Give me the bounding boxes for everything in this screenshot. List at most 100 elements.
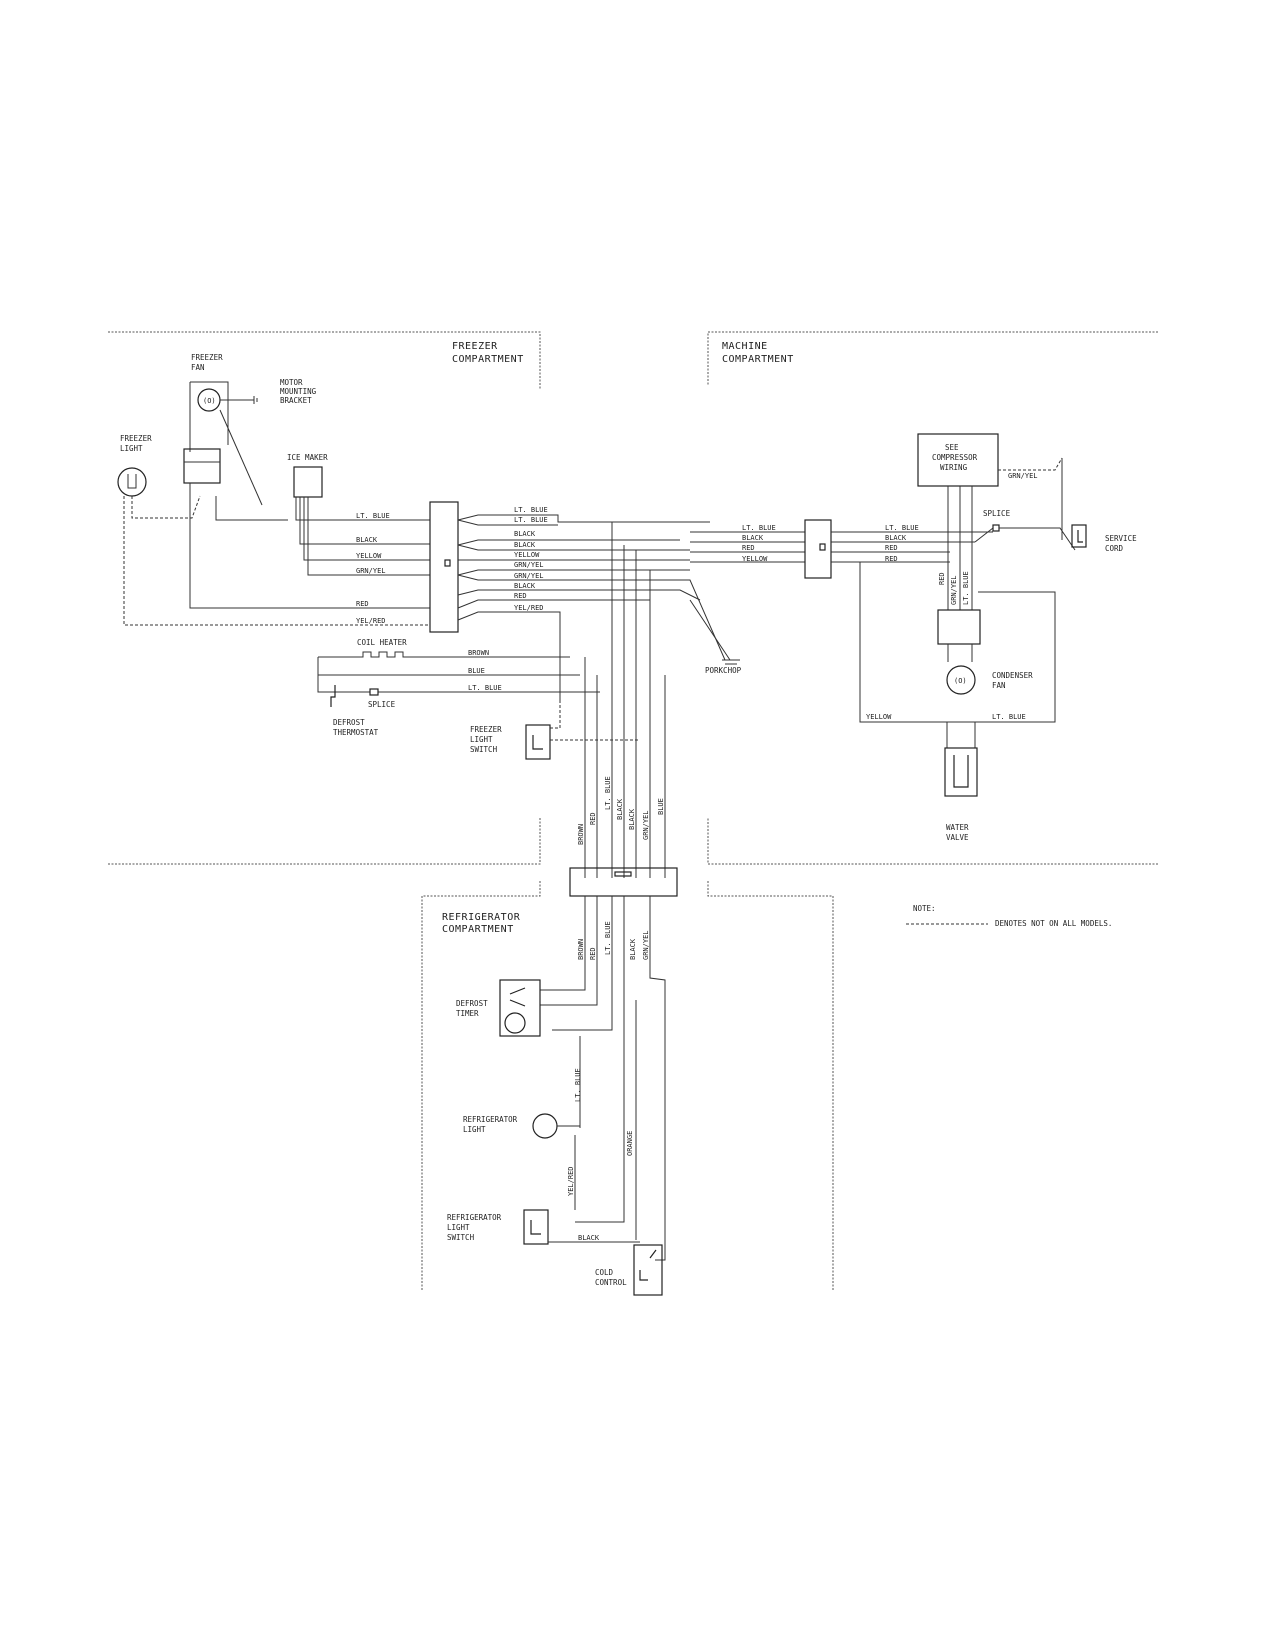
machine-compartment-title: MACHINE COMPARTMENT [722, 341, 794, 365]
freezer-vertical-wires [584, 522, 666, 878]
wire-label: GRN/YEL [356, 567, 386, 575]
freezer-harness-block [429, 501, 459, 633]
splice-icon [369, 688, 379, 696]
wire-label: GRN/YEL [950, 575, 958, 605]
wire-label: BLUE [468, 667, 485, 675]
wire-label: BLACK [514, 541, 536, 549]
wire-label: RED [938, 572, 946, 585]
wire-label: YELLOW [514, 551, 540, 559]
wire-label: GRN/YEL [514, 572, 544, 580]
refrigerator-light-bulb-icon [532, 1113, 558, 1139]
note-title: NOTE: [913, 904, 936, 913]
ground-icon [253, 396, 258, 404]
wire-label: BLACK [514, 530, 536, 538]
compressor-vertical-labels: RED GRN/YEL LT. BLUE [938, 571, 970, 605]
fridge-vertical-wires [540, 896, 666, 1261]
wire-label: BROWN [577, 824, 585, 845]
wire-label: BLACK [629, 938, 637, 960]
wire-label: LT. BLUE [962, 571, 970, 605]
splice-icon [992, 524, 1000, 532]
wire-label: LT. BLUE [992, 713, 1026, 721]
machine-right-wires: LT. BLUE BLACK RED RED [831, 524, 975, 563]
wire-label: BLACK [628, 808, 636, 830]
machine-title-line2: COMPARTMENT [722, 354, 794, 365]
wire-label: LT. BLUE [604, 921, 612, 955]
left-harness-labels: LT. BLUE BLACK YELLOW GRN/YEL RED YEL/RE… [356, 512, 390, 625]
wire-label: BLACK [742, 534, 764, 542]
machine-harness-block [804, 519, 832, 579]
wire-label: BLACK [885, 534, 907, 542]
orange-label: ORANGE [626, 1131, 634, 1156]
wire-label: GRN/YEL [514, 561, 544, 569]
ice-maker: ICE MAKER [287, 453, 328, 498]
condenser-fan-motor-icon [946, 665, 976, 695]
porkchop-ground-icon [689, 599, 740, 665]
note-text: DENOTES NOT ON ALL MODELS. [995, 919, 1112, 928]
wire-label: LT. BLUE [885, 524, 919, 532]
coil-heater: COIL HEATER [317, 638, 580, 693]
wire-label: YEL/RED [356, 617, 386, 625]
wire-label: BLACK [356, 536, 378, 544]
wire-label: GRN/YEL [642, 810, 650, 840]
wire-label: BLUE [657, 798, 665, 815]
freezer-vertical-labels: BROWN RED LT. BLUE BLACK BLACK GRN/YEL B… [577, 776, 665, 845]
svg-text:(O): (O) [203, 397, 216, 405]
splice-defrost-label: SPLICE [368, 700, 396, 709]
wire-label: BLACK [616, 798, 624, 820]
wire-label: LT. BLUE [468, 684, 502, 692]
machine-left-wires: LT. BLUE BLACK RED YELLOW [690, 524, 805, 563]
wire-label: LT. BLUE [604, 776, 612, 810]
svg-text:(O): (O) [954, 677, 967, 685]
wire-label: RED [589, 812, 597, 825]
wire-label: LT. BLUE [514, 506, 548, 514]
refrigerator-title-line2: COMPARTMENT [442, 924, 514, 935]
legend-note: NOTE: DENOTES NOT ON ALL MODELS. [906, 904, 1112, 928]
center-harness [457, 514, 726, 700]
wire-label: RED [514, 592, 527, 600]
wire-label: GRN/YEL [642, 930, 650, 960]
fridge-vertical-labels: BROWN RED LT. BLUE BLACK GRN/YEL [577, 921, 650, 960]
wire-label: YELLOW [742, 555, 768, 563]
porkchop-label: PORKCHOP [705, 666, 742, 675]
wire-label: LT. BLUE [742, 524, 776, 532]
refrigerator-title-line1: REFRIGERATOR [442, 912, 521, 923]
grn-yel-top-label: GRN/YEL [1008, 472, 1038, 480]
freezer-title-line2: COMPARTMENT [452, 354, 524, 365]
wire-label: RED [742, 544, 755, 552]
wire-label: YELLOW [866, 713, 892, 721]
wire-label: RED [885, 544, 898, 552]
wire-label: YEL/RED [514, 604, 544, 612]
freezer-fan-connector [183, 448, 221, 484]
wire-label: BLACK [514, 582, 536, 590]
freezer-light-bulb-icon [117, 467, 147, 497]
svg-text:COIL HEATER: COIL HEATER [357, 638, 407, 647]
splice-machine-label: SPLICE [983, 509, 1011, 518]
freezer-title-line1: FREEZER [452, 341, 498, 352]
machine-title-line1: MACHINE [722, 341, 768, 352]
switch-black-label: BLACK [578, 1234, 600, 1242]
center-harness-labels: LT. BLUE LT. BLUE BLACK BLACK YELLOW GRN… [514, 506, 548, 612]
wire-label: RED [589, 947, 597, 960]
wire-label: LT. BLUE [514, 516, 548, 524]
